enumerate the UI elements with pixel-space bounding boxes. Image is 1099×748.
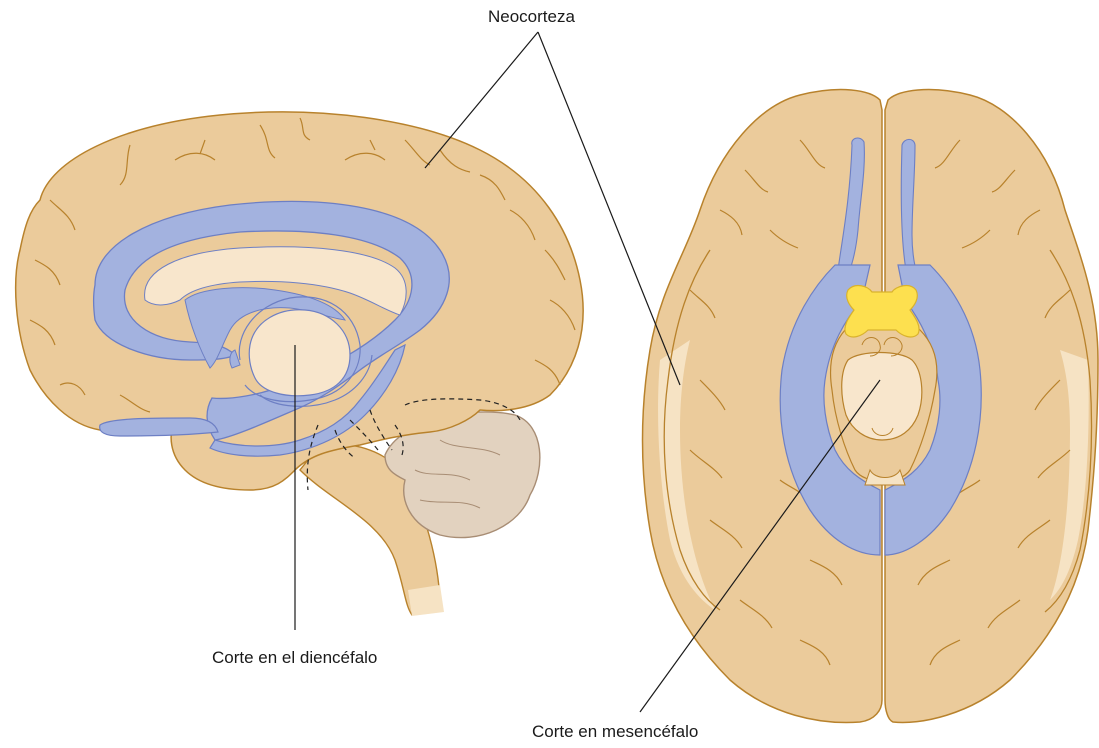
- mesencephalon-section-label: Corte en mesencéfalo: [532, 722, 698, 742]
- neocortex-label: Neocorteza: [488, 7, 575, 27]
- ventral-brain-view: [640, 90, 1098, 723]
- diencephalon: [249, 310, 350, 396]
- sagittal-brain-view: [16, 112, 583, 630]
- diencephalon-section-label: Corte en el diencéfalo: [212, 648, 377, 668]
- optic-chiasm: [845, 286, 919, 337]
- leader-line-neocortex-left: [425, 32, 538, 168]
